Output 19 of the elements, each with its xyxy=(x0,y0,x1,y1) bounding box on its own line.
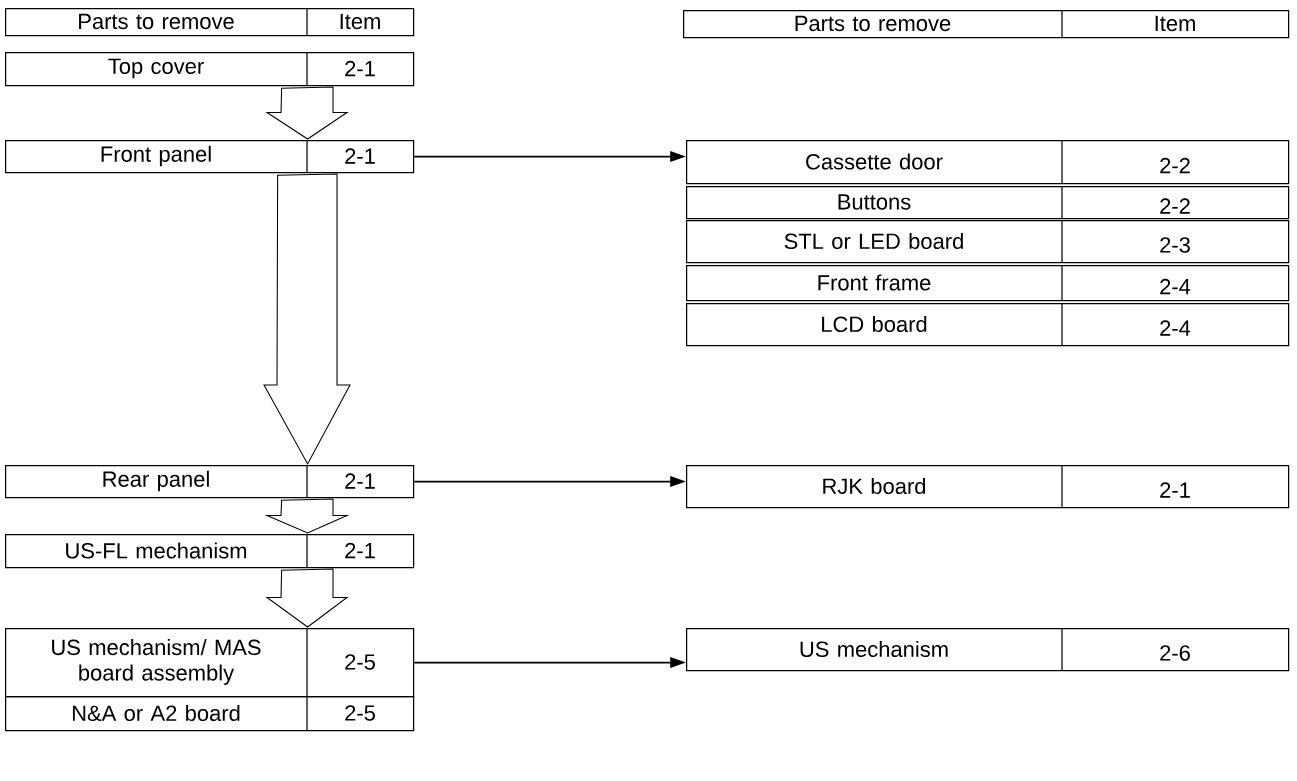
table-row: US-FL mechanism 2-1 xyxy=(5,533,415,569)
table-row: US mechanism 2-6 xyxy=(686,627,1290,672)
table-row: Parts to remove Item xyxy=(683,9,1290,39)
table-row: Parts to remove Item xyxy=(5,7,415,37)
table-row: N&A or A2 board 2-5 xyxy=(5,695,415,732)
block-arrow xyxy=(263,173,351,466)
block-arrow xyxy=(265,86,349,140)
table-row: STL or LED board 2-3 xyxy=(686,219,1290,264)
block-arrow xyxy=(264,498,350,534)
table-row: Cassette door 2-2 xyxy=(686,139,1290,185)
table-row: Front frame 2-4 xyxy=(686,264,1290,302)
table-row: US mechanism/ MAS board assembly 2-5 xyxy=(5,627,415,698)
table-row: Front panel 2-1 xyxy=(5,139,415,174)
table-row: Buttons 2-2 xyxy=(686,185,1290,220)
table-row: Rear panel 2-1 xyxy=(5,464,415,499)
table-row: LCD board 2-4 xyxy=(686,302,1290,347)
table-row: Top cover 2-1 xyxy=(5,51,415,87)
table-row: RJK board 2-1 xyxy=(686,464,1290,509)
block-arrow xyxy=(265,568,349,628)
